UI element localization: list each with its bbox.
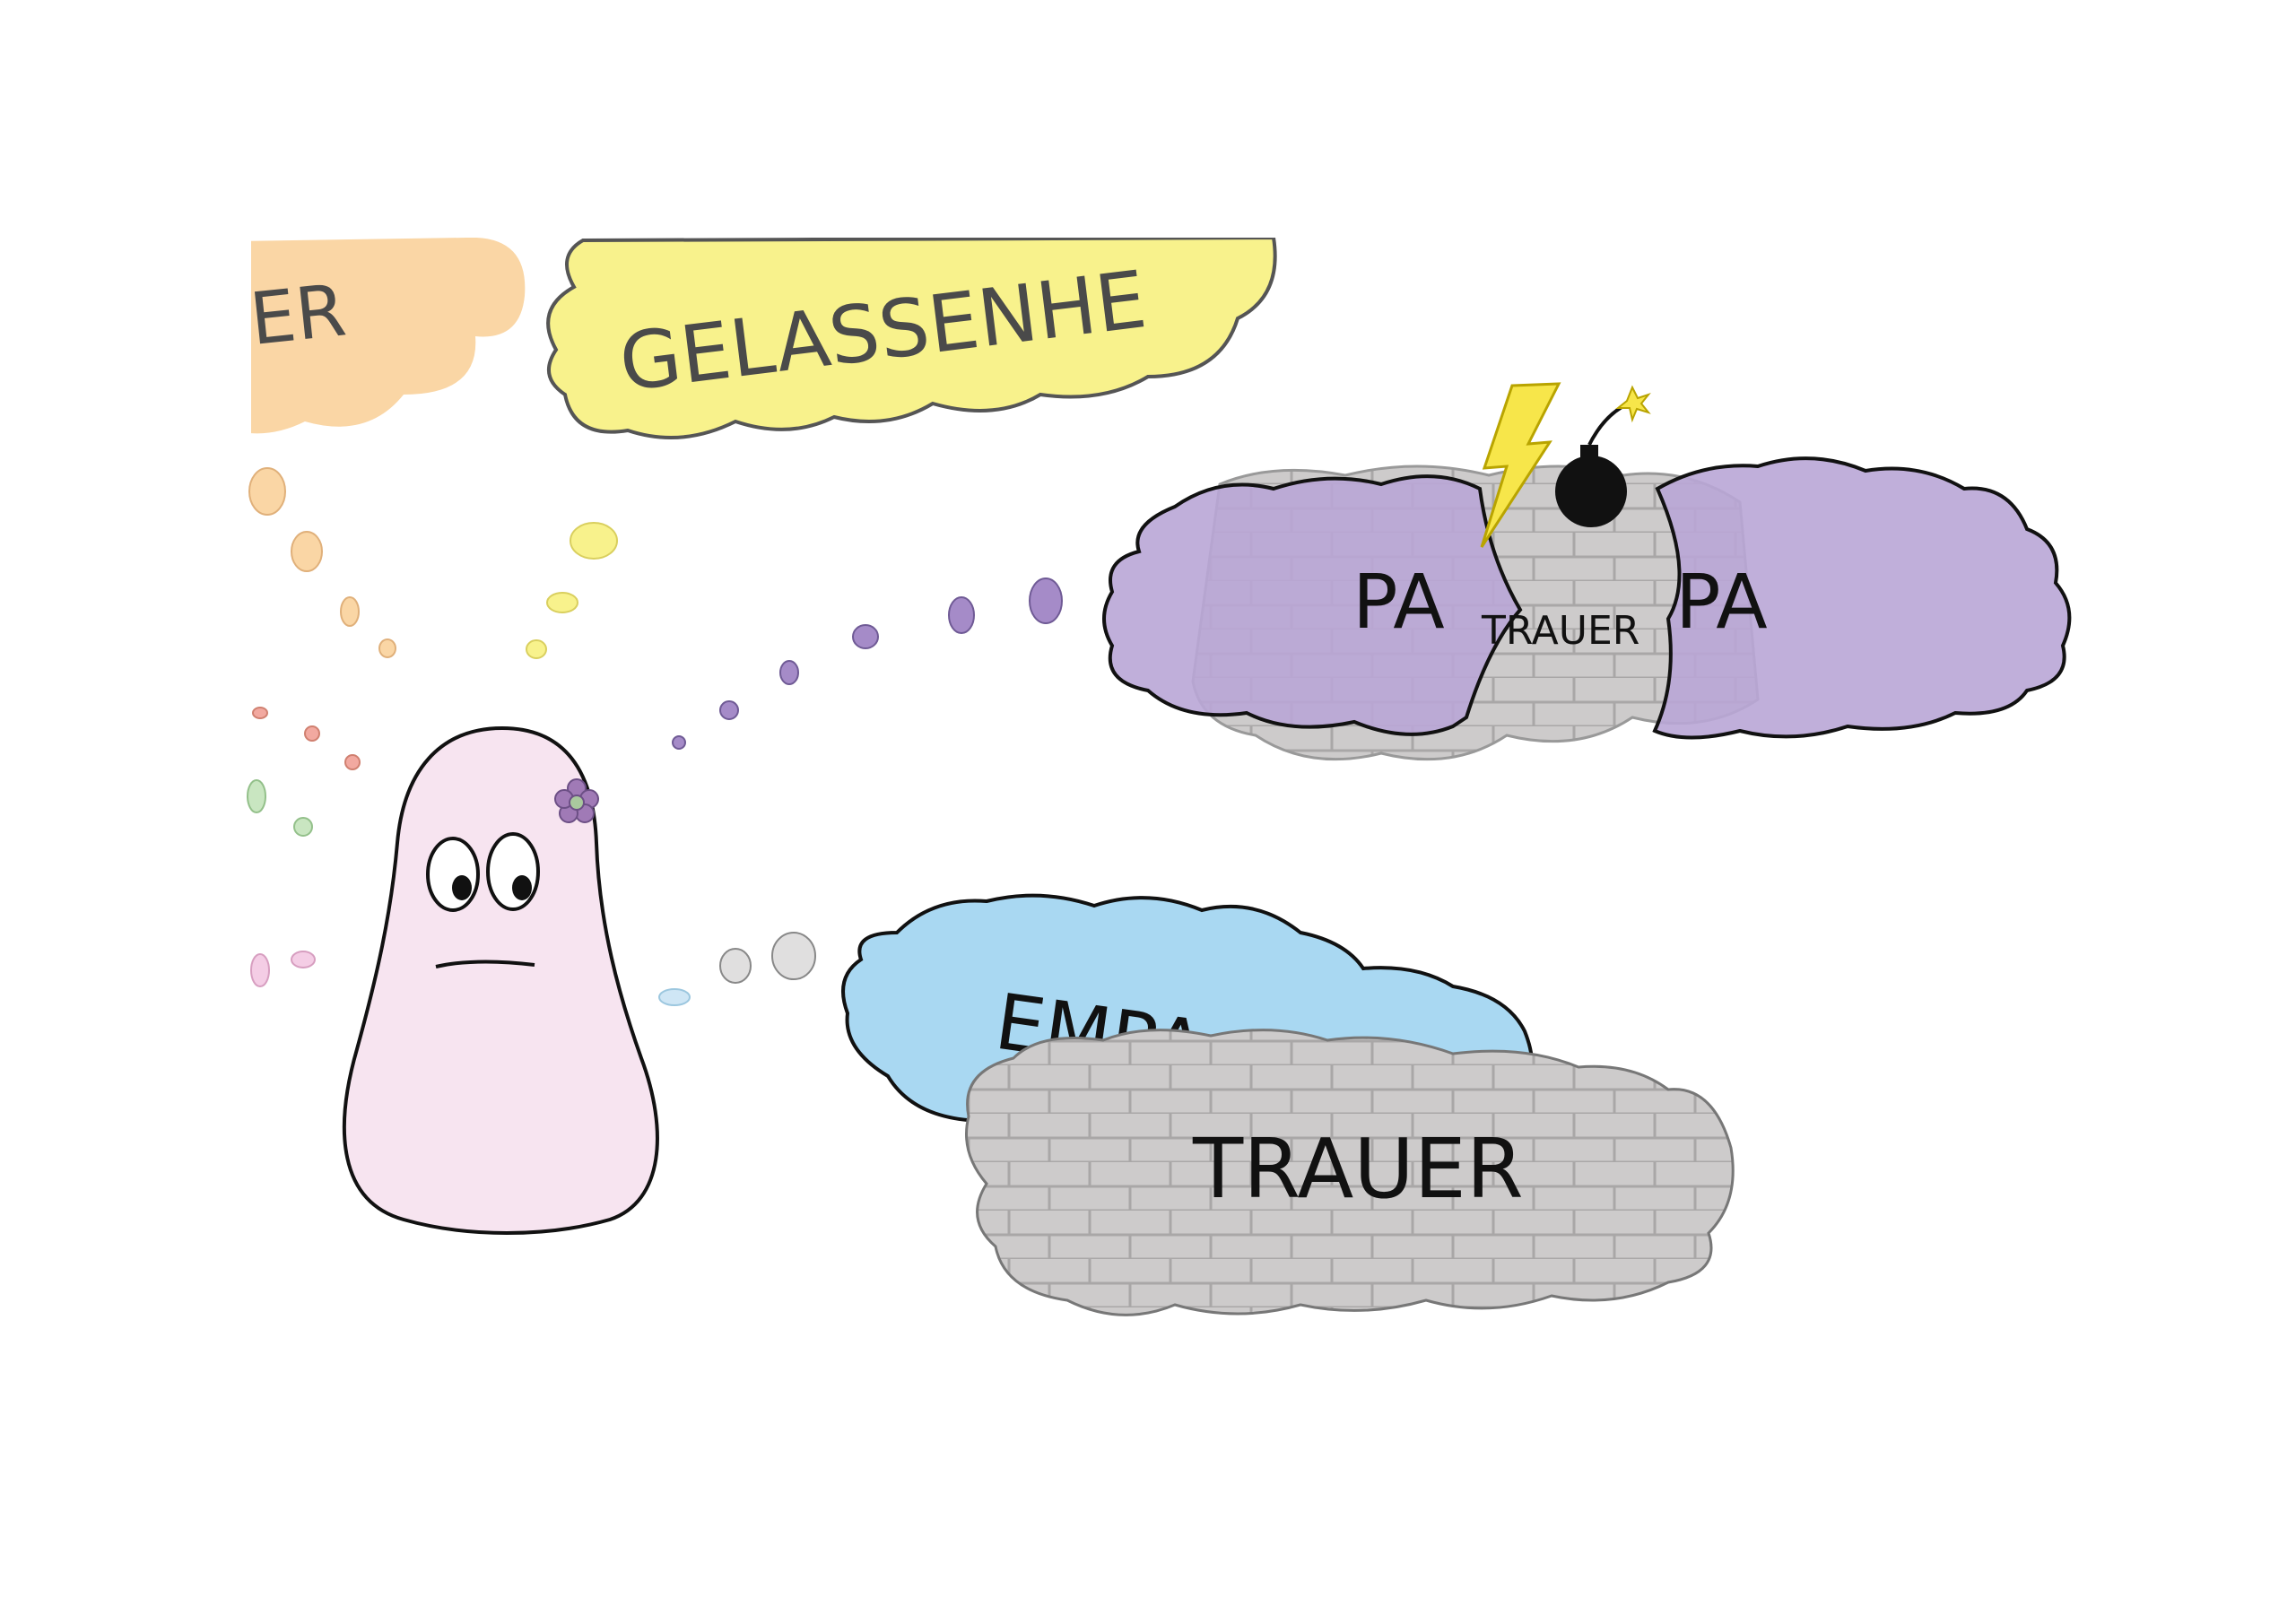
purple-cloud-group: PA TRAUER PA xyxy=(1102,382,2072,761)
pink-character xyxy=(343,725,659,1235)
gray-brick-cloud: TRAUER xyxy=(965,1029,1735,1316)
mouth xyxy=(435,960,535,968)
purple-cloud-label-left: PA xyxy=(1352,558,1445,646)
yellow-thought-dots xyxy=(526,522,618,659)
gray-brick-cloud-label: TRAUER xyxy=(1192,1121,1524,1217)
purple-cloud-left xyxy=(1102,474,1523,736)
lightning-icon xyxy=(1480,382,1561,548)
blue-gray-thought-dots xyxy=(658,932,816,1006)
orange-cloud-label: ER xyxy=(247,268,350,361)
colored-thought-dots xyxy=(247,707,361,987)
purple-cloud-label-middle: TRAUER xyxy=(1481,608,1639,654)
orange-thought-dots xyxy=(248,467,396,658)
yellow-cloud: GELASSENHE xyxy=(546,238,1277,439)
bomb-icon xyxy=(1555,385,1651,527)
left-eye xyxy=(426,837,480,912)
purple-cloud-label-right: PA xyxy=(1675,558,1768,646)
flower-icon xyxy=(554,778,599,823)
orange-cloud: ER xyxy=(247,238,526,434)
right-eye xyxy=(486,832,540,911)
purple-cloud-right xyxy=(1652,456,2072,740)
purple-thought-dots xyxy=(672,578,1063,750)
